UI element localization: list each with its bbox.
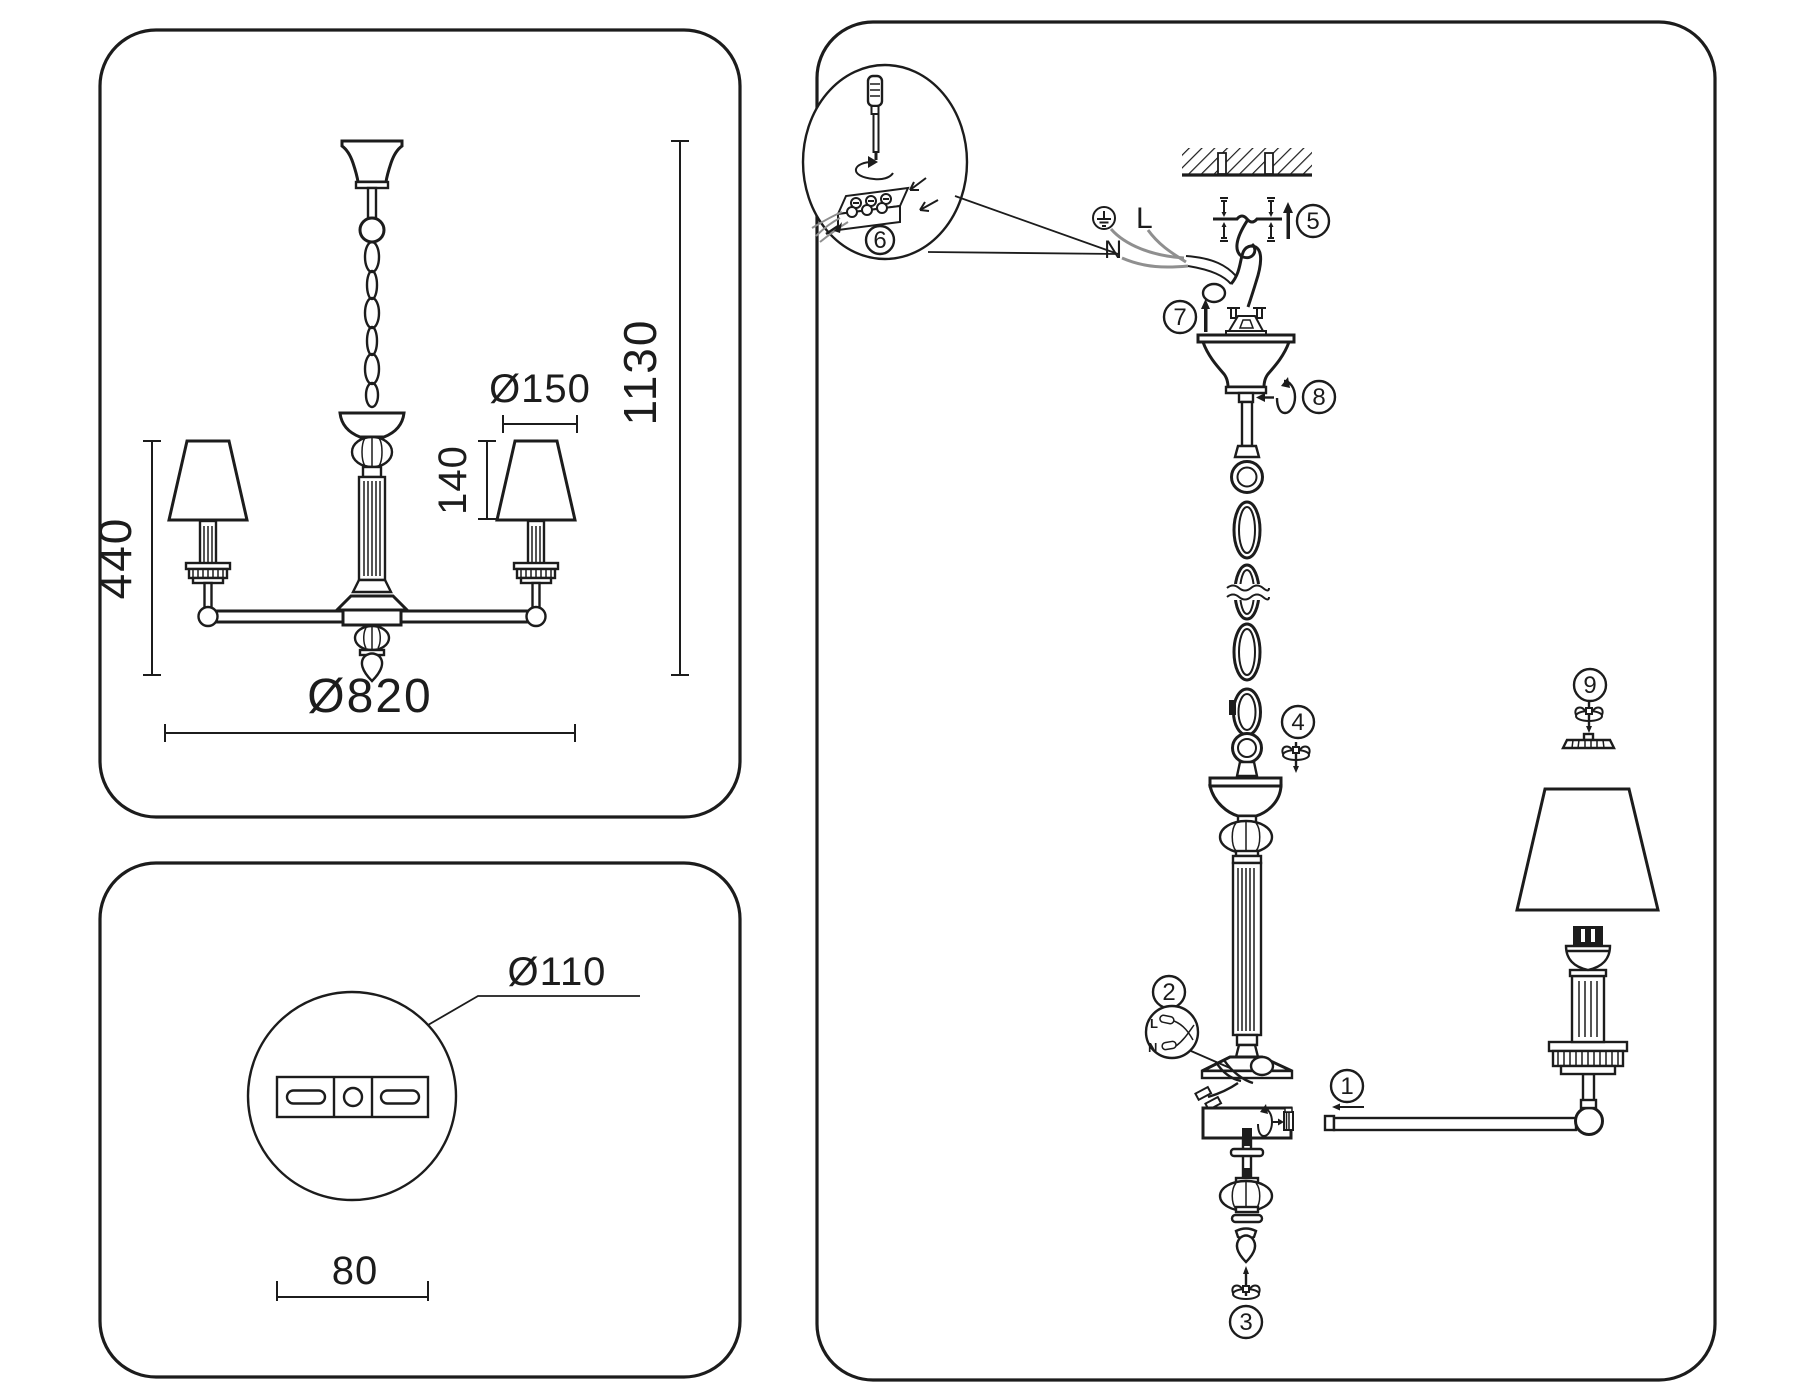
lamp-shade [1515,787,1660,912]
callout-6: 6 [864,224,896,256]
label-live: L [1136,202,1153,235]
callout-1: 1 [1329,1068,1365,1104]
svg-text:2: 2 [1162,979,1175,1006]
svg-text:9: 9 [1583,672,1596,699]
svg-text:5: 5 [1306,208,1319,235]
svg-text:L: L [1150,1016,1158,1031]
dimension-canopy-diameter: Ø110 [427,950,640,1026]
callout-5: 5 [1295,203,1331,239]
bobeche-front [338,411,406,439]
finial-stack [1218,1136,1274,1264]
wingnut-3 [1231,1266,1261,1300]
ground-symbol-icon [1092,206,1116,230]
svg-text:440: 440 [89,517,141,600]
svg-text:6: 6 [873,227,886,254]
bracket-slot-left [285,1089,327,1105]
assembly-drawing: 6 L N 5 [801,63,1660,1340]
callout-2: 2 [1151,974,1187,1010]
label-neutral: N [1104,236,1122,264]
dimension-shade-diameter: Ø150 [489,367,591,433]
chain-assembly [1226,500,1270,778]
svg-text:3: 3 [1239,1309,1252,1336]
dimension-overall-diameter: Ø820 [164,670,576,742]
terminal-block-icon [811,177,939,243]
wingnut-9 [1574,702,1604,733]
hook-bracket [1213,197,1293,260]
dimension-bracket-length: 80 [276,1249,429,1301]
canopy-bracket [1225,307,1267,336]
set-screw-8 [1237,377,1297,415]
svg-text:Ø110: Ø110 [508,950,607,994]
rotate-icon [854,156,894,181]
hub-front [333,594,411,612]
drop-finial-front [360,652,384,683]
callout-3: 3 [1228,1304,1264,1340]
dimension-total-height: 1130 [614,140,689,676]
svg-text:1: 1 [1340,1073,1353,1100]
svg-text:1130: 1130 [614,319,666,426]
wiring-inset: 6 [801,63,969,261]
wire-connector-inset: L N [1144,1004,1231,1069]
bracket-center-hole [342,1086,364,1108]
arm-assembly [1323,1103,1604,1136]
supply-wires [1109,227,1263,308]
center-column-assembly [1200,776,1294,1080]
svg-text:140: 140 [431,445,475,515]
screwdriver-icon [866,74,884,160]
svg-text:Ø150: Ø150 [489,367,591,411]
wingnut-4 [1281,742,1311,773]
candle-exploded [1515,702,1660,1110]
canopy-assembly [1196,333,1296,395]
svg-text:8: 8 [1312,384,1325,411]
callout-8: 8 [1301,379,1337,415]
lamp-socket [1573,926,1603,946]
svg-text:80: 80 [332,1249,379,1293]
mount-plate-assembly [1201,1104,1294,1140]
callout-4: 4 [1280,704,1316,740]
svg-text:7: 7 [1173,304,1186,331]
front-view-drawing: 440 1130 Ø150 140 Ø820 [89,139,689,742]
bracket-slot-right [379,1089,421,1105]
ceiling-hatch [1182,148,1312,177]
callout-9: 9 [1572,667,1608,703]
svg-text:4: 4 [1291,709,1304,736]
panel-assembly-view [815,20,1717,1382]
dimension-fixture-height: 440 [89,440,161,676]
dimension-shade-height: 140 [431,440,496,520]
svg-text:N: N [1148,1040,1157,1055]
chain-front [363,240,381,409]
chain-ring-front [358,216,386,244]
mount-view-drawing: Ø110 80 [246,950,640,1301]
callout-7: 7 [1162,299,1198,335]
svg-text:Ø820: Ø820 [307,670,432,723]
shade-ring [1561,732,1616,750]
